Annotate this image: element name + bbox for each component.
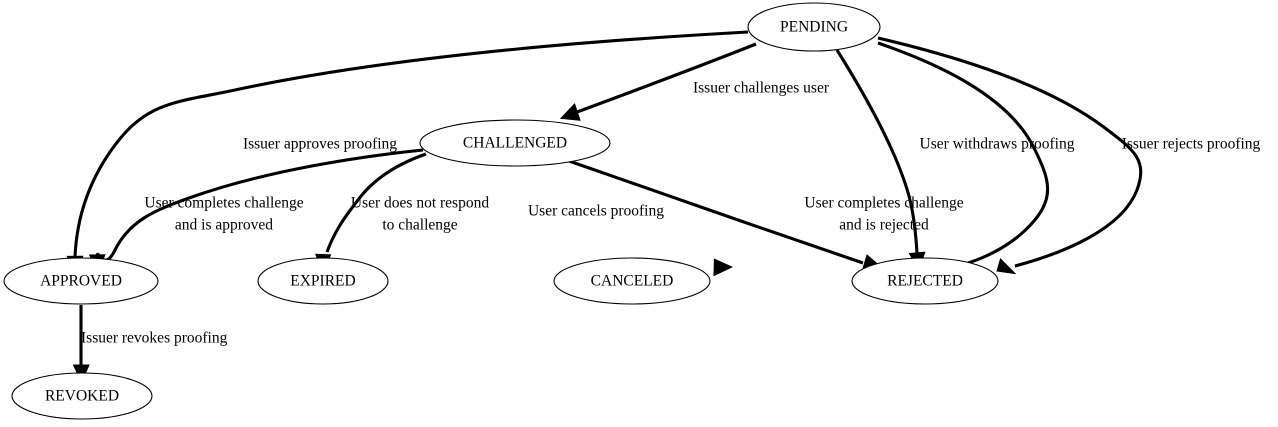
edge-path bbox=[877, 41, 1050, 276]
edge-label-challenged-approved-line1: User completes challenge bbox=[144, 195, 303, 212]
edge-label-challenged-rejected-line1: User completes challenge bbox=[804, 195, 963, 212]
node-label-approved: APPROVED bbox=[40, 273, 122, 290]
node-approved[interactable]: APPROVED bbox=[3, 257, 159, 305]
node-label-pending: PENDING bbox=[780, 19, 848, 36]
edge-path bbox=[73, 30, 749, 258]
arrowhead-icon bbox=[713, 258, 733, 277]
node-shape bbox=[3, 257, 159, 305]
node-label-expired: EXPIRED bbox=[290, 273, 355, 290]
edge-pending-to-challenged[interactable] bbox=[559, 42, 757, 121]
edge-label-issuer-rejects-proofing: Issuer rejects proofing bbox=[1122, 136, 1261, 153]
edge-label-issuer-challenges-user: Issuer challenges user bbox=[693, 80, 830, 97]
arrowhead-icon bbox=[996, 258, 1017, 275]
edge-label-issuer-approves-proofing: Issuer approves proofing bbox=[243, 136, 397, 153]
edge-label-issuer-revokes-proofing: Issuer revokes proofing bbox=[81, 330, 228, 347]
node-canceled[interactable]: CANCELED bbox=[553, 257, 711, 305]
edge-pending-to-canceled[interactable] bbox=[713, 41, 1050, 277]
edge-label-challenged-expired-line1: User does not respond bbox=[351, 195, 489, 212]
edge-pending-to-rejected-issuer[interactable] bbox=[877, 36, 1143, 275]
edge-label-challenged-expired-line2: to challenge bbox=[382, 217, 457, 234]
edge-path bbox=[576, 42, 757, 114]
node-pending[interactable]: PENDING bbox=[747, 2, 881, 52]
node-revoked[interactable]: REVOKED bbox=[11, 372, 153, 420]
edge-label-user-cancels-proofing: User cancels proofing bbox=[528, 203, 664, 220]
edge-challenged-to-expired[interactable] bbox=[315, 152, 427, 274]
node-challenged[interactable]: CHALLENGED bbox=[419, 119, 611, 167]
node-label-challenged: CHALLENGED bbox=[463, 135, 567, 152]
edge-path bbox=[568, 159, 864, 265]
edge-path bbox=[325, 152, 427, 253]
edge-label-challenged-approved-line2: and is approved bbox=[175, 217, 273, 234]
node-label-rejected: REJECTED bbox=[887, 273, 963, 290]
node-rejected[interactable]: REJECTED bbox=[851, 257, 999, 305]
edge-path bbox=[877, 36, 1143, 268]
edge-label-challenged-rejected-line2: and is rejected bbox=[839, 217, 929, 234]
node-expired[interactable]: EXPIRED bbox=[257, 257, 389, 305]
edge-label-user-withdraws-proofing: User withdraws proofing bbox=[920, 136, 1075, 153]
node-label-revoked: REVOKED bbox=[45, 388, 119, 405]
edge-path bbox=[835, 49, 919, 254]
node-label-canceled: CANCELED bbox=[591, 273, 674, 290]
node-shape bbox=[553, 257, 711, 305]
edge-pending-to-rejected-withdraws[interactable] bbox=[835, 49, 926, 272]
edge-label-group: Issuer challenges user Issuer approves p… bbox=[81, 80, 1261, 347]
arrowhead-icon bbox=[559, 103, 581, 121]
node-shape bbox=[851, 257, 999, 305]
node-shape bbox=[419, 119, 611, 167]
node-shape bbox=[11, 372, 153, 420]
node-shape bbox=[257, 257, 389, 305]
node-shape bbox=[747, 2, 881, 52]
